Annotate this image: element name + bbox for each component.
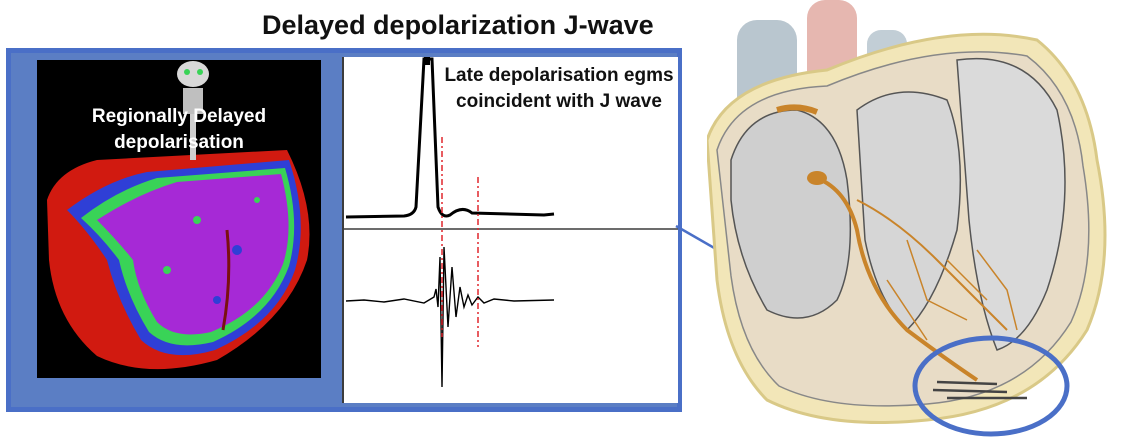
egm-traces — [344, 57, 678, 388]
highlight-ellipse — [912, 335, 1070, 437]
activation-map-panel: Regionally Delayed depolarisation — [37, 60, 321, 378]
egm-label: Late depolarisation egms coincident with… — [444, 65, 674, 112]
map-label: Regionally Delayed depolarisation — [91, 106, 267, 153]
egm-trace — [345, 246, 555, 388]
figure-title: Delayed depolarization J-wave — [262, 10, 654, 40]
egm-panel: Late depolarisation egms coincident with… — [342, 57, 678, 403]
activation-map-image — [47, 61, 310, 370]
ecg-trace — [345, 57, 555, 219]
heart-illustration — [707, 0, 1107, 437]
